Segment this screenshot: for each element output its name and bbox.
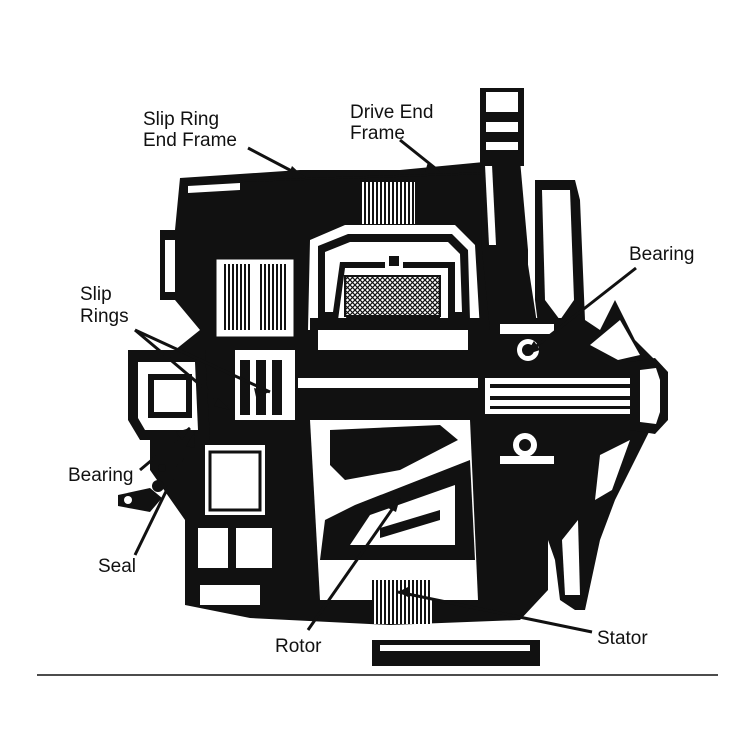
bearing-right-part (492, 318, 562, 470)
label-rotor: Rotor (275, 636, 322, 657)
label-drive-end-frame-line2: Frame (350, 123, 405, 144)
stator-windings (360, 182, 432, 624)
mounting-boss (372, 640, 540, 666)
label-slip-ring-end-frame-line2: End Frame (143, 130, 237, 151)
label-bearing-right: Bearing (629, 244, 695, 265)
label-seal: Seal (98, 556, 136, 577)
label-slip-ring-end-frame-line1: Slip Ring (143, 109, 219, 130)
rotor-claw-upper (308, 225, 480, 368)
label-slip-rings-line1: Slip (80, 284, 112, 305)
terminal-bolt (118, 464, 166, 512)
leader-arrowheads (176, 162, 540, 598)
rotor-shaft (290, 358, 668, 434)
rotor-claw-lower (310, 420, 478, 600)
label-stator: Stator (597, 628, 648, 649)
label-bearing-left: Bearing (68, 465, 134, 486)
brush-holder (213, 256, 297, 420)
drive-bolt-top (480, 88, 524, 166)
label-drive-end-frame-line1: Drive End (350, 102, 433, 123)
label-slip-rings-line2: Rings (80, 306, 129, 327)
slip-ring-end-cap (128, 350, 280, 605)
